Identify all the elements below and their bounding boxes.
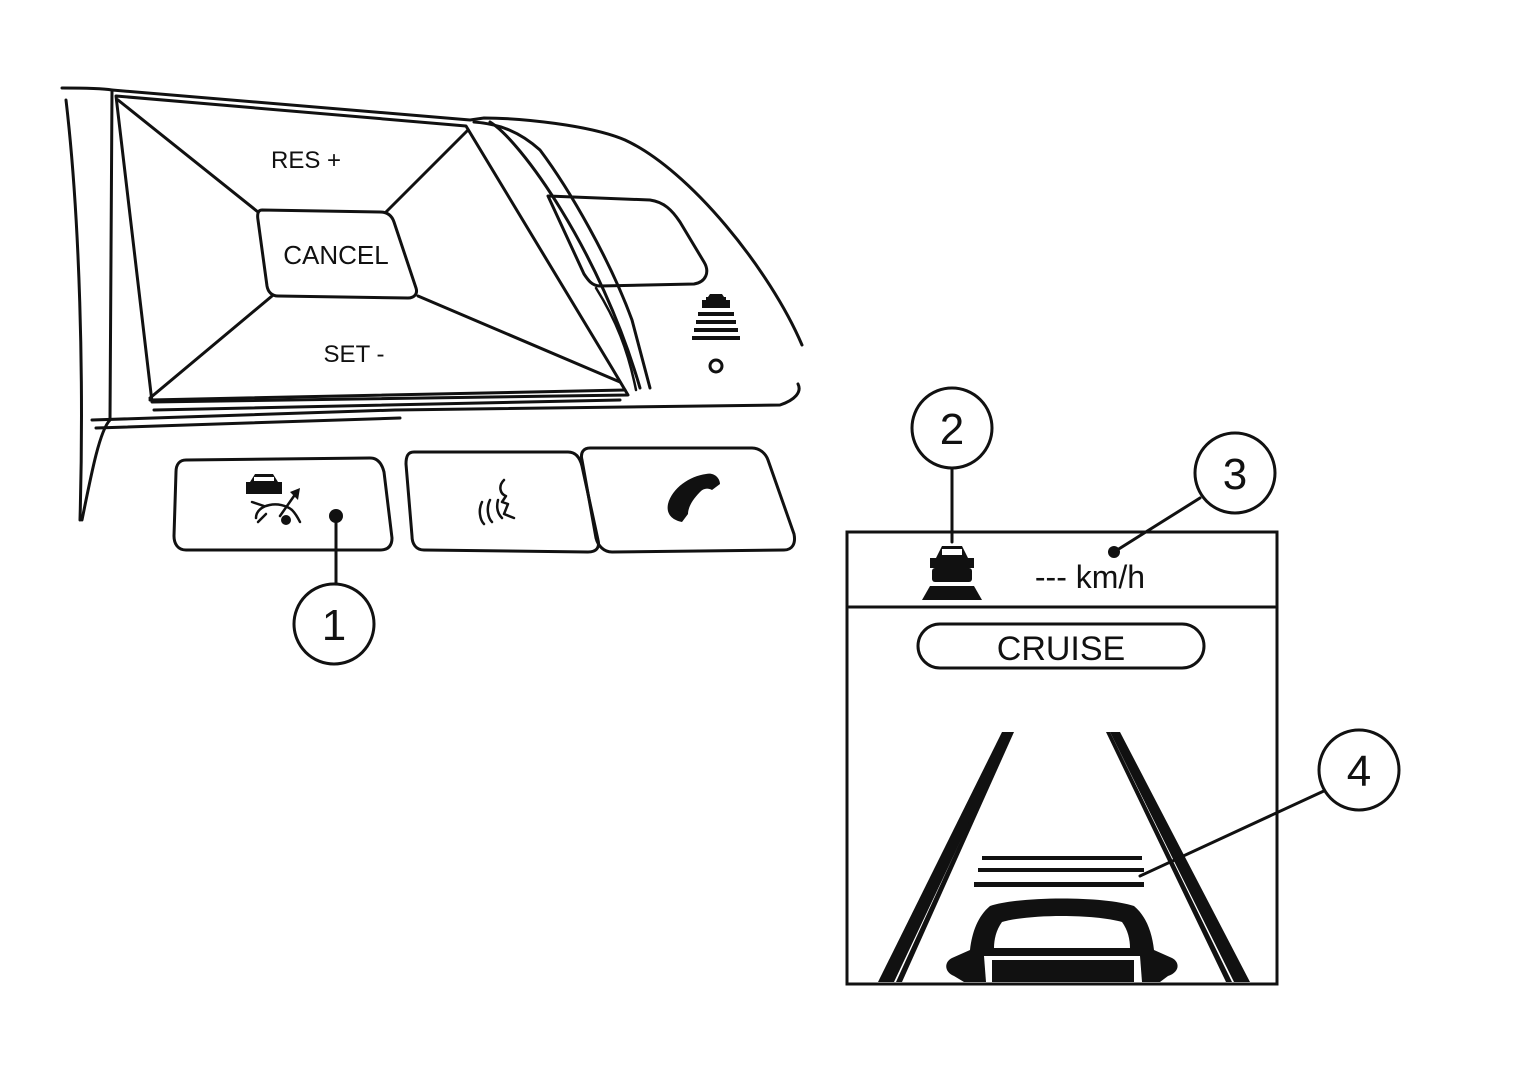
voice-recognition-icon: [478, 478, 516, 526]
distance-bars: [974, 856, 1144, 887]
callout-2-number: 2: [940, 405, 964, 454]
vehicle-distance-icon: [246, 474, 302, 525]
cruise-mode-icon: [692, 294, 740, 374]
res-plus-label: RES +: [271, 147, 341, 174]
cruise-main-switch[interactable]: [472, 120, 709, 392]
cruise-mode-label: CRUISE: [997, 630, 1125, 668]
callout-2: 2: [910, 386, 994, 470]
callout-4: 4: [1317, 728, 1401, 812]
lead-vehicle-icon: [946, 898, 1178, 982]
voice-button[interactable]: [404, 450, 600, 554]
cruise-indicator: CRUISE: [916, 622, 1206, 670]
callout-4-leader: [1138, 788, 1328, 878]
res-plus-segment[interactable]: RES +: [271, 147, 341, 174]
set-minus-label: SET -: [324, 341, 385, 368]
cancel-button[interactable]: CANCEL: [256, 208, 418, 300]
callout-3-leader: [1112, 496, 1202, 554]
phone-icon: [667, 473, 720, 522]
distance-button[interactable]: [172, 456, 394, 552]
cancel-label: CANCEL: [283, 240, 388, 270]
phone-button[interactable]: [580, 446, 796, 554]
set-speed-readout: --- km/h: [1035, 559, 1145, 595]
callout-1-number: 1: [322, 601, 346, 650]
steering-wheel-switch-panel: [60, 86, 804, 522]
set-minus-segment[interactable]: SET -: [324, 341, 385, 368]
callout-1: 1: [292, 582, 376, 666]
cruise-rocker-switch[interactable]: [114, 94, 630, 412]
callout-3-number: 3: [1223, 450, 1247, 499]
callout-3: 3: [1193, 431, 1277, 515]
set-vehicle-icon: [922, 546, 982, 600]
callout-4-number: 4: [1347, 747, 1371, 796]
